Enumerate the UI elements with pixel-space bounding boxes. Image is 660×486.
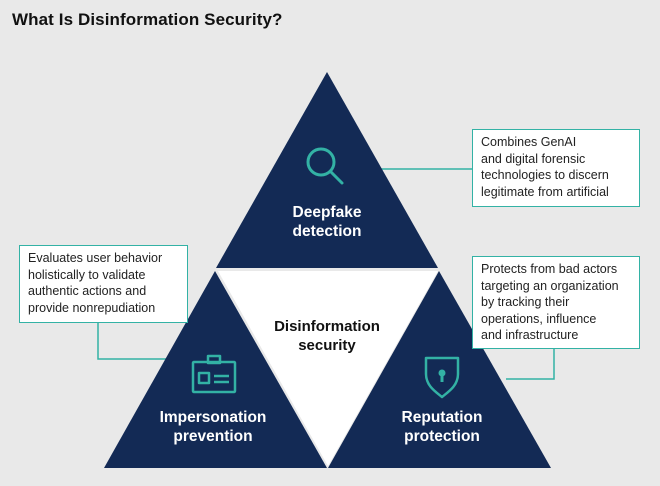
- connector-left: [97, 322, 166, 360]
- callout-reputation-protection: Protects from bad actors targeting an or…: [472, 256, 640, 349]
- disinformation-security-label: Disinformation security: [274, 318, 380, 354]
- connector-right: [506, 348, 555, 380]
- center-triangle: [218, 271, 438, 466]
- callout-impersonation-prevention: Evaluates user behavior holistically to …: [19, 245, 188, 323]
- shield-lock-icon: [424, 356, 460, 399]
- reputation-protection-label: Reputation protection: [401, 409, 483, 445]
- triangle-top: [216, 72, 438, 268]
- triangle-left: [104, 271, 327, 468]
- impersonation-prevention-label: Impersonation prevention: [159, 409, 267, 445]
- page-title: What Is Disinformation Security?: [12, 10, 283, 29]
- callout-deepfake-detection: Combines GenAI and digital forensic tech…: [472, 129, 640, 207]
- deepfake-detection-label: Deepfake detection: [292, 204, 362, 240]
- magnifier-icon: [306, 147, 344, 185]
- id-badge-icon: [191, 354, 237, 394]
- triangle-right: [328, 271, 551, 468]
